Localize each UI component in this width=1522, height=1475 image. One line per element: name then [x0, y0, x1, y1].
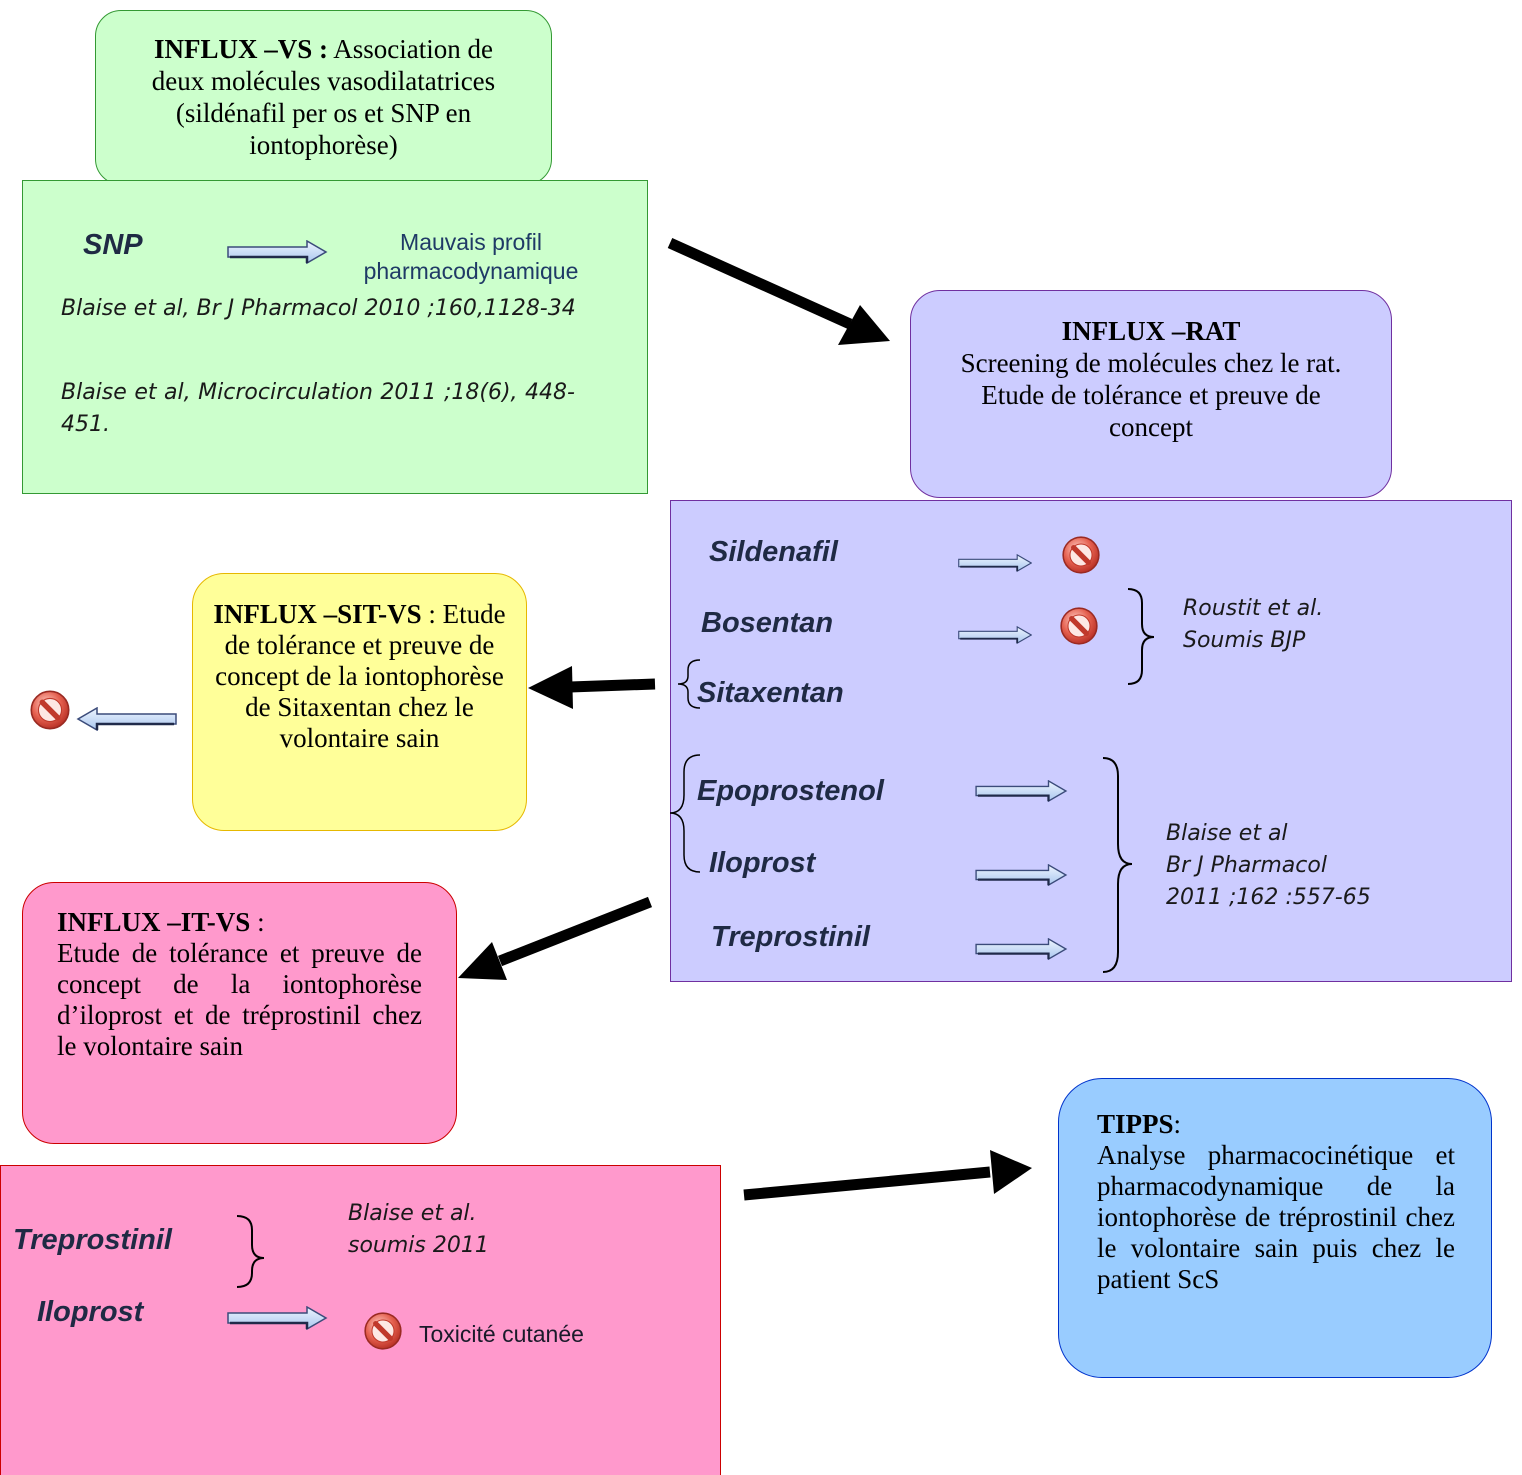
reference-blaise-2011-line1: Blaise et al: [1166, 821, 1288, 846]
tipps-description: Analyse pharmacocinétique et pharmacodyn…: [1097, 1140, 1455, 1294]
reference-blaise-soumis-2011: Blaise et al. soumis 2011: [348, 1201, 489, 1258]
tipps-colon: :: [1173, 1109, 1182, 1139]
influx-it-vs-colon: :: [250, 907, 265, 937]
tipps-title: TIPPS: [1097, 1109, 1174, 1139]
influx-sit-vs-colon: :: [421, 599, 436, 629]
toxicity-result: Toxicité cutanée: [419, 1321, 584, 1347]
drug-treprostinil: Treprostinil: [711, 921, 870, 953]
drug-bosentan: Bosentan: [701, 607, 834, 639]
drug-sildenafil: Sildenafil: [709, 536, 838, 568]
snp-result: Mauvais profil pharmacodynamique: [363, 229, 579, 284]
influx-sit-vs-title: INFLUX –SIT-VS: [213, 599, 422, 629]
influx-rat-title-box: INFLUX –RAT Screening de molécules chez …: [910, 290, 1392, 498]
reference-blaise-2010: Blaise et al, Br J Pharmacol 2010 ;160,1…: [61, 296, 576, 321]
influx-rat-description: Screening de molécules chez le rat. Etud…: [960, 348, 1342, 442]
drug-treprostinil-it: Treprostinil: [13, 1224, 172, 1256]
influx-sit-vs-description: Etude de tolérance et preuve de concept …: [215, 599, 506, 753]
black-flow-arrow-icon: [528, 666, 656, 709]
reference-blaise-2011-line2: Br J Pharmacol: [1166, 853, 1327, 878]
influx-vs-title: INFLUX –VS :: [153, 34, 328, 64]
drug-sitaxentan: Sitaxentan: [697, 677, 844, 709]
influx-vs-results-box: SNP Mauvais profil pharmacodynamique Bla…: [22, 180, 648, 494]
influx-vs-description: Association de deux molécules vasodilata…: [151, 34, 496, 160]
influx-it-vs-results-box: Treprostinil Iloprost Blaise et al. soum…: [0, 1165, 721, 1475]
influx-sit-vs-box: INFLUX –SIT-VS : Etude de tolérance et p…: [192, 573, 527, 831]
tipps-box: TIPPS: Analyse pharmacocinétique et phar…: [1058, 1078, 1492, 1378]
influx-it-vs-title: INFLUX –IT-VS: [57, 907, 251, 937]
reference-blaise-2011-line3: 2011 ;162 :557-65: [1166, 885, 1371, 910]
drug-epoprostenol: Epoprostenol: [697, 775, 884, 807]
reference-blaise-2011-microcirculation: Blaise et al, Microcirculation 2011 ;18(…: [61, 380, 575, 437]
block-arrow-icon: [76, 707, 178, 731]
drug-iloprost-it: Iloprost: [37, 1296, 144, 1328]
influx-rat-results-box: Sildenafil Bosentan Sitaxentan Epoproste…: [670, 500, 1512, 982]
influx-vs-title-box: INFLUX –VS : Association de deux molécul…: [95, 10, 552, 185]
black-flow-arrow-icon: [743, 1150, 1032, 1201]
influx-it-vs-box: INFLUX –IT-VS : Etude de tolérance et pr…: [22, 882, 457, 1144]
drug-snp: SNP: [83, 229, 143, 261]
reference-blaise-2011: Blaise et al Br J Pharmacol 2011 ;162 :5…: [1166, 818, 1456, 914]
black-flow-arrow-icon: [667, 237, 890, 345]
influx-it-vs-description: Etude de tolérance et preuve de concept …: [57, 938, 422, 1061]
prohibited-icon: [31, 691, 68, 728]
black-flow-arrow-icon: [458, 896, 653, 980]
drug-iloprost: Iloprost: [709, 847, 816, 879]
reference-roustit: Roustit et al. Soumis BJP: [1183, 596, 1324, 653]
influx-rat-title: INFLUX –RAT: [1061, 316, 1241, 346]
